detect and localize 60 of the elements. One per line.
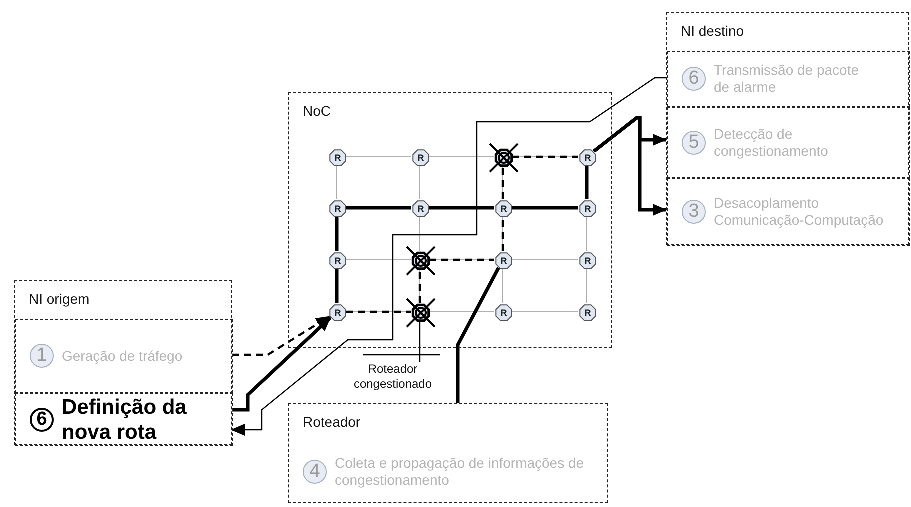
connector-arrow — [231, 77, 666, 436]
thick-route-line — [429, 206, 494, 210]
thick-route-line — [335, 269, 339, 303]
step-number: 5 — [682, 130, 706, 154]
panel-title: NI destino — [681, 23, 744, 39]
grid-line — [336, 166, 338, 200]
thick-route-arrow — [232, 316, 332, 412]
step-number: 1 — [30, 344, 54, 368]
step-text: Detecção de congestionamento — [714, 126, 830, 160]
router-node: R — [579, 200, 597, 218]
thick-route-arrow — [593, 116, 667, 216]
thick-route-line — [456, 267, 500, 403]
router-node: R — [412, 200, 430, 218]
step-panel — [15, 393, 233, 446]
crossed-router-node — [489, 143, 519, 173]
step-text: Definição da nova rota — [62, 394, 188, 444]
step-number: 4 — [303, 460, 327, 484]
router-node: R — [329, 252, 347, 270]
thick-route-line — [512, 206, 578, 210]
dashed-panel — [14, 280, 232, 445]
router-node: R — [495, 252, 513, 270]
step-panel — [667, 178, 910, 246]
thick-route-line — [585, 166, 589, 199]
leader-line — [362, 320, 441, 363]
router-node: R — [495, 304, 513, 322]
step-text: Desacoplamento Comunicação-Computação — [714, 195, 885, 229]
step-number: 6 — [682, 67, 706, 91]
step-panel — [667, 107, 910, 178]
step-number: 3 — [682, 200, 706, 224]
grid-line — [502, 268, 504, 304]
annotation-text: Roteador congestionado — [338, 362, 448, 392]
router-node: R — [329, 149, 347, 167]
router-node: R — [579, 252, 597, 270]
step-panel — [667, 51, 910, 107]
grid-line — [586, 216, 588, 252]
router-node: R — [579, 149, 597, 167]
thick-route-line — [346, 206, 411, 210]
grid-line — [428, 156, 494, 158]
step-text: Geração de tráfego — [62, 348, 183, 364]
thick-route-line — [335, 217, 339, 251]
crossed-router-node — [406, 246, 436, 276]
step-panel — [15, 319, 233, 393]
router-node: R — [329, 200, 347, 218]
grid-line — [586, 268, 588, 304]
panel-title: NI origem — [29, 291, 90, 307]
router-node: R — [329, 304, 347, 322]
router-node: R — [412, 149, 430, 167]
router-node: R — [495, 200, 513, 218]
crossed-router-node — [406, 298, 436, 328]
dashed-route-arrow — [232, 316, 330, 356]
router-node: R — [579, 304, 597, 322]
dashed-panel — [666, 12, 909, 245]
panel-title: NoC — [303, 103, 332, 119]
dashed-panel — [288, 403, 608, 503]
step-number: 6 — [30, 408, 54, 432]
step-text: Coleta e propagação de informações de congestionamento — [335, 455, 585, 489]
dashed-panel — [288, 92, 612, 348]
step-text: Transmissão de pacote de alarme — [714, 62, 860, 96]
grid-line — [346, 156, 412, 158]
panel-title: Roteador — [303, 414, 361, 430]
